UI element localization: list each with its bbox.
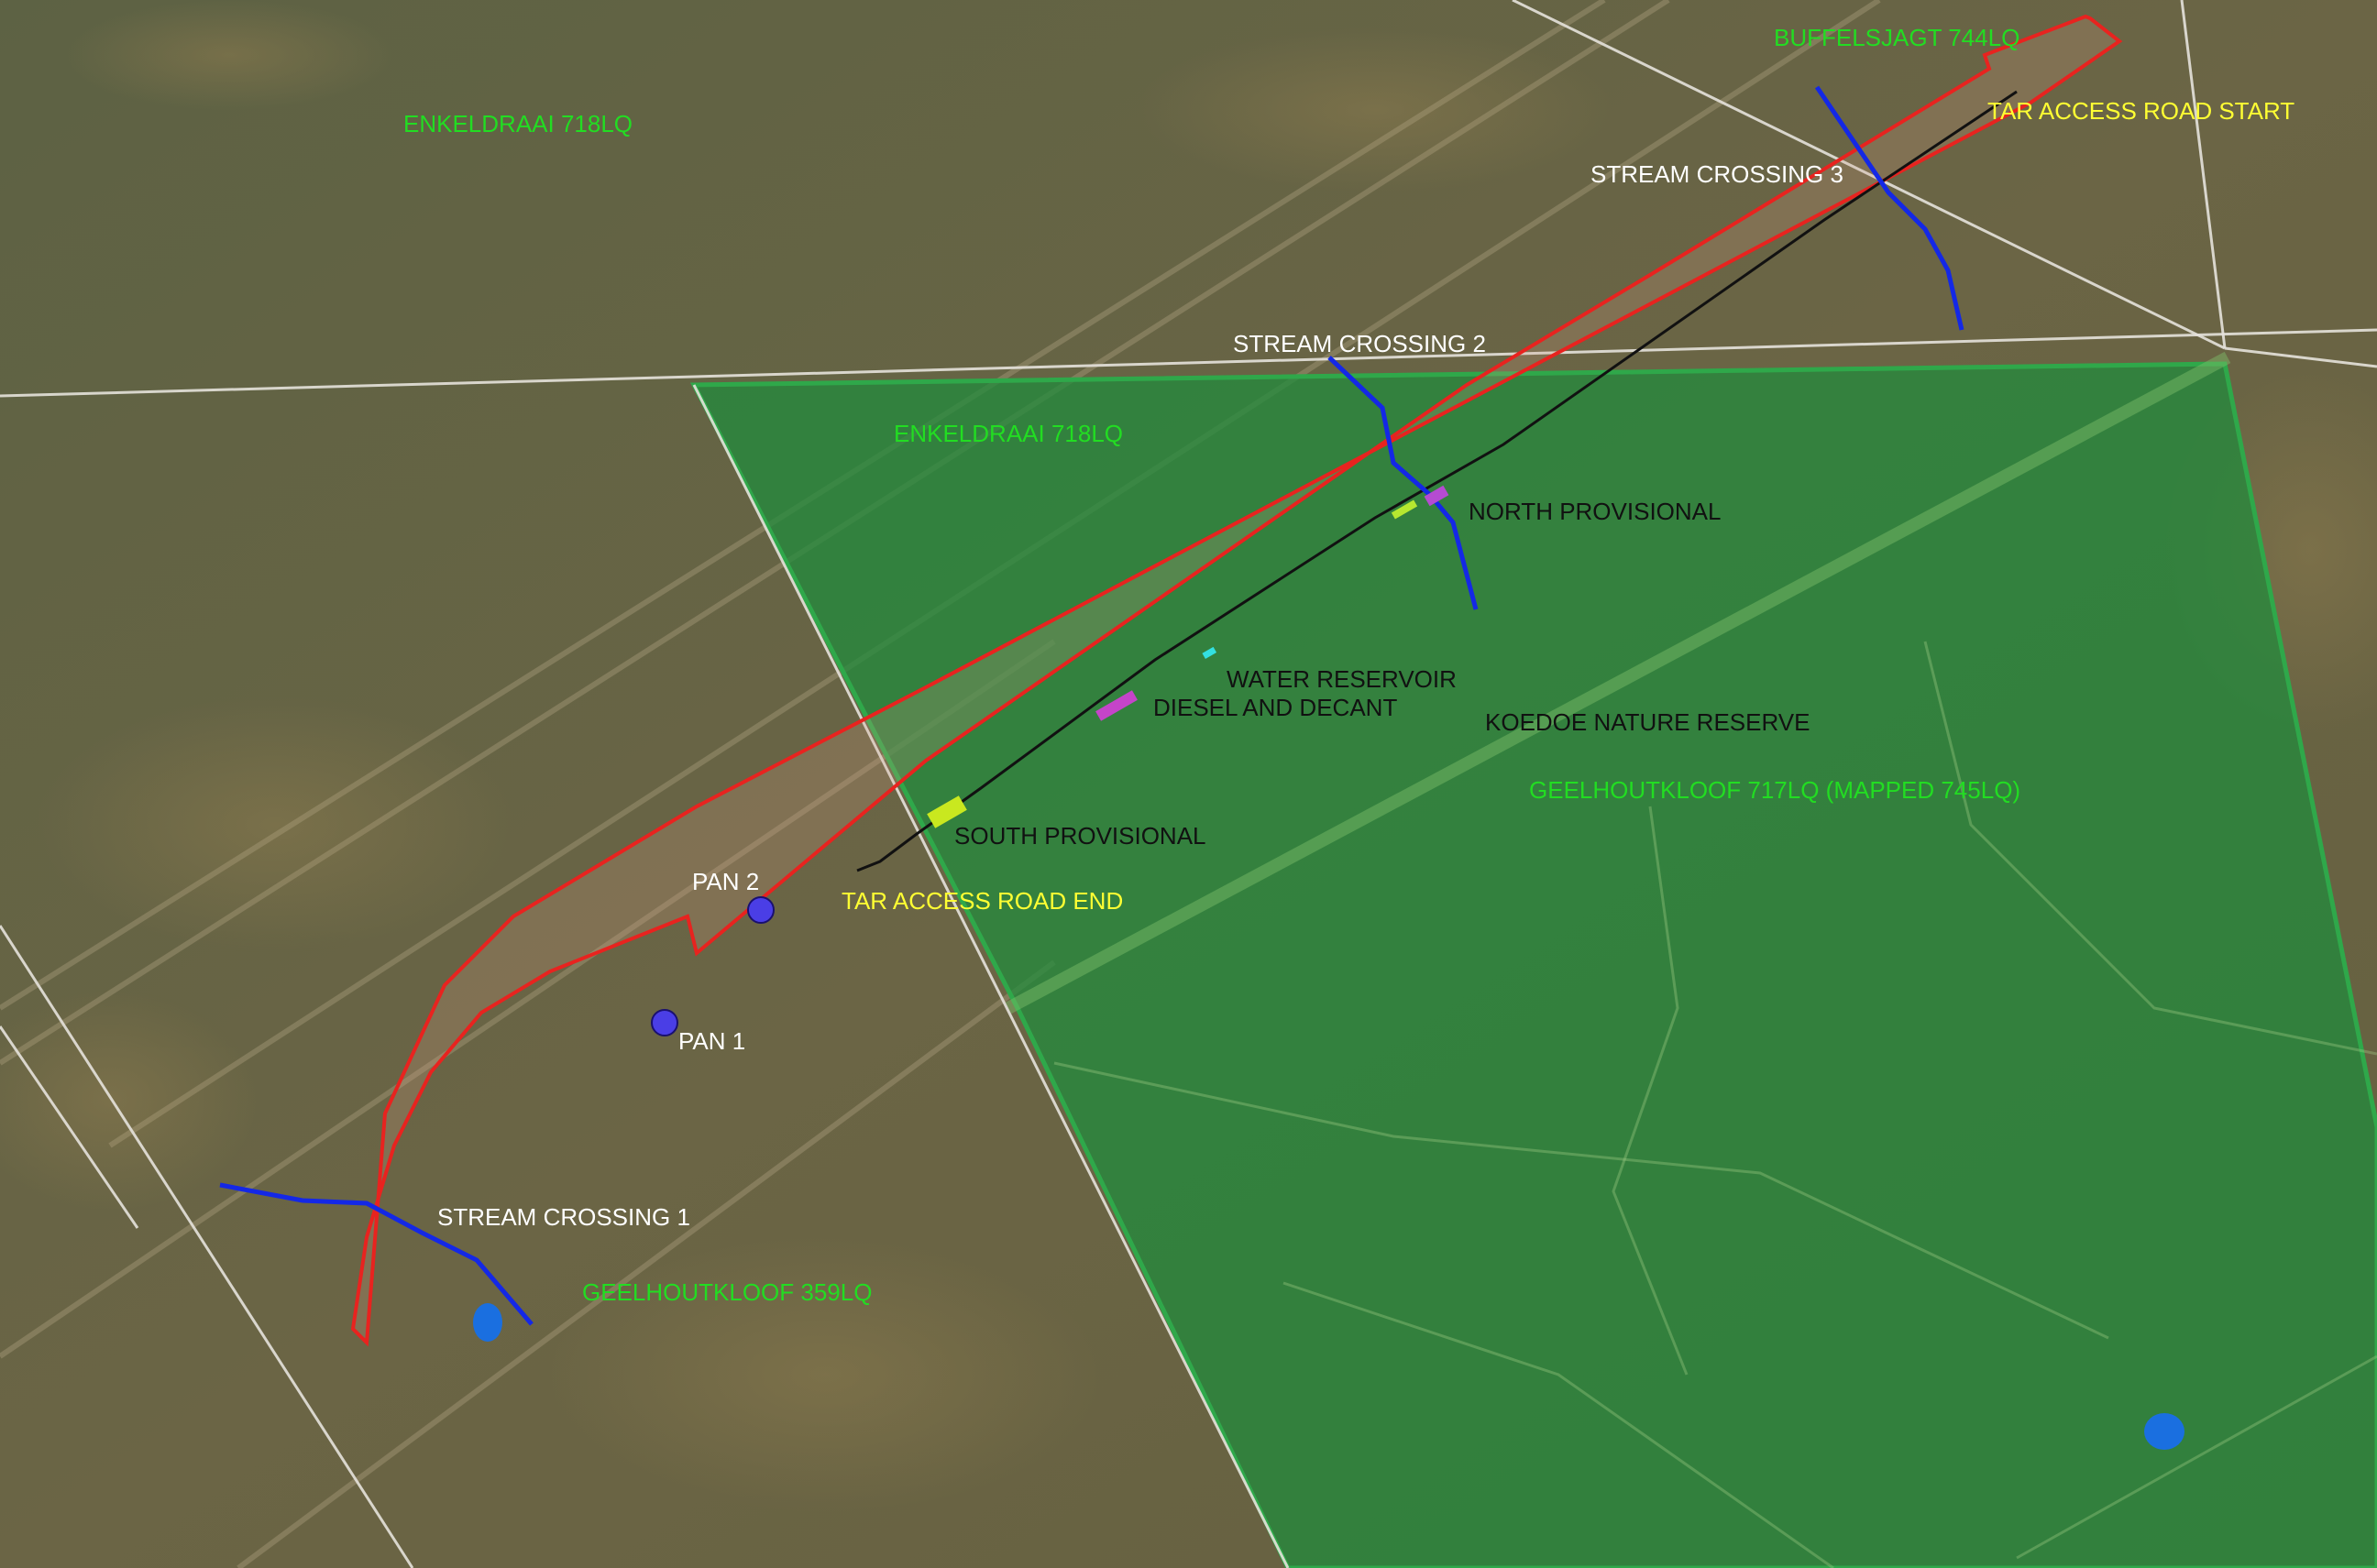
label-buffelsjagt: BUFFELSJAGT 744LQ [1774,24,2020,51]
label-diesel-decant: DIESEL AND DECANT [1153,694,1398,721]
diesel-decant-footprint [1095,690,1138,721]
road-corridor-boundary [350,14,2123,1347]
label-enkeldraai-reserve: ENKELDRAAI 718LQ [894,420,1124,447]
label-geelhoutkloof-717: GEELHOUTKLOOF 717LQ (MAPPED 745LQ) [1529,776,2021,804]
label-pan-2: PAN 2 [692,868,760,895]
label-tar-access-road-end: TAR ACCESS ROAD END [842,887,1124,915]
label-water-reservoir: WATER RESERVOIR [1227,665,1457,693]
koedoe-nature-reserve-area [689,361,2377,1568]
dam-reserve [2144,1413,2184,1450]
stream-crossing-2-line [1327,356,1479,610]
label-enkeldraai-north: ENKELDRAAI 718LQ [403,110,633,137]
label-stream-crossing-3: STREAM CROSSING 3 [1590,160,1843,188]
access-road-centreline [856,90,2018,872]
label-koedoe-nature-reserve: KOEDOE NATURE RESERVE [1485,708,1810,736]
streams [219,85,1964,1326]
label-stream-crossing-1: STREAM CROSSING 1 [437,1203,690,1231]
label-pan-1: PAN 1 [678,1027,746,1055]
dam-south-west [473,1303,502,1342]
pan-1-marker [651,1009,678,1036]
label-tar-access-road-start: TAR ACCESS ROAD START [1987,97,2295,125]
north-provisional-magenta [1424,485,1449,507]
stream-crossing-3-line [1814,85,1964,331]
stream-crossing-1-line [219,1182,534,1326]
north-provisional-footprint [1391,499,1418,520]
label-stream-crossing-2: STREAM CROSSING 2 [1233,330,1486,357]
water-reservoir-footprint [1202,646,1217,659]
reserve-paths [1053,641,2377,1568]
label-south-provisional: SOUTH PROVISIONAL [954,822,1206,850]
pan-2-marker [747,896,775,924]
label-geelhoutkloof-359: GEELHOUTKLOOF 359LQ [582,1278,873,1306]
reserve-tracks [1005,351,2231,1014]
south-provisional-footprint [927,795,967,828]
label-north-provisional: NORTH PROVISIONAL [1469,498,1722,525]
